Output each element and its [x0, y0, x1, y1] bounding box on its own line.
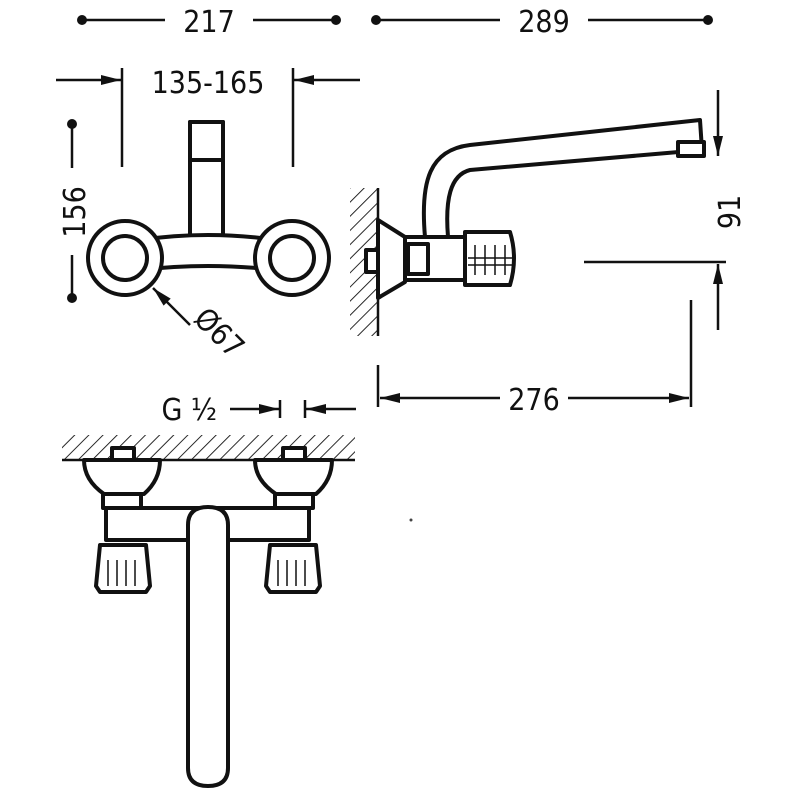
dimension-label-135-165: 135-165 [152, 66, 265, 101]
dimension-label-217: 217 [183, 5, 235, 40]
dimension-217: 217 [77, 5, 341, 40]
dimension-label-289: 289 [518, 5, 570, 40]
dimension-156: 156 [58, 119, 93, 303]
side-view-faucet [350, 118, 706, 336]
dimension-label-276: 276 [508, 383, 560, 418]
dimension-label-156: 156 [58, 186, 93, 238]
dimension-91: 91 [584, 90, 748, 330]
dimension-label-diameter: Ø67 [187, 301, 251, 365]
front-view-faucet [86, 120, 331, 297]
dimension-135-165: 135-165 [56, 66, 360, 167]
speck [409, 518, 413, 522]
dimension-diameter-67: Ø67 [152, 287, 251, 365]
thread-fraction: ½ [191, 393, 217, 428]
bottom-view-faucet [62, 435, 355, 788]
dimension-276: 276 [376, 300, 693, 418]
thread-letter: G [162, 393, 183, 428]
dimension-label-91: 91 [713, 195, 748, 229]
dimension-thread: G ½ [162, 393, 356, 428]
dimension-289: 289 [371, 5, 713, 40]
